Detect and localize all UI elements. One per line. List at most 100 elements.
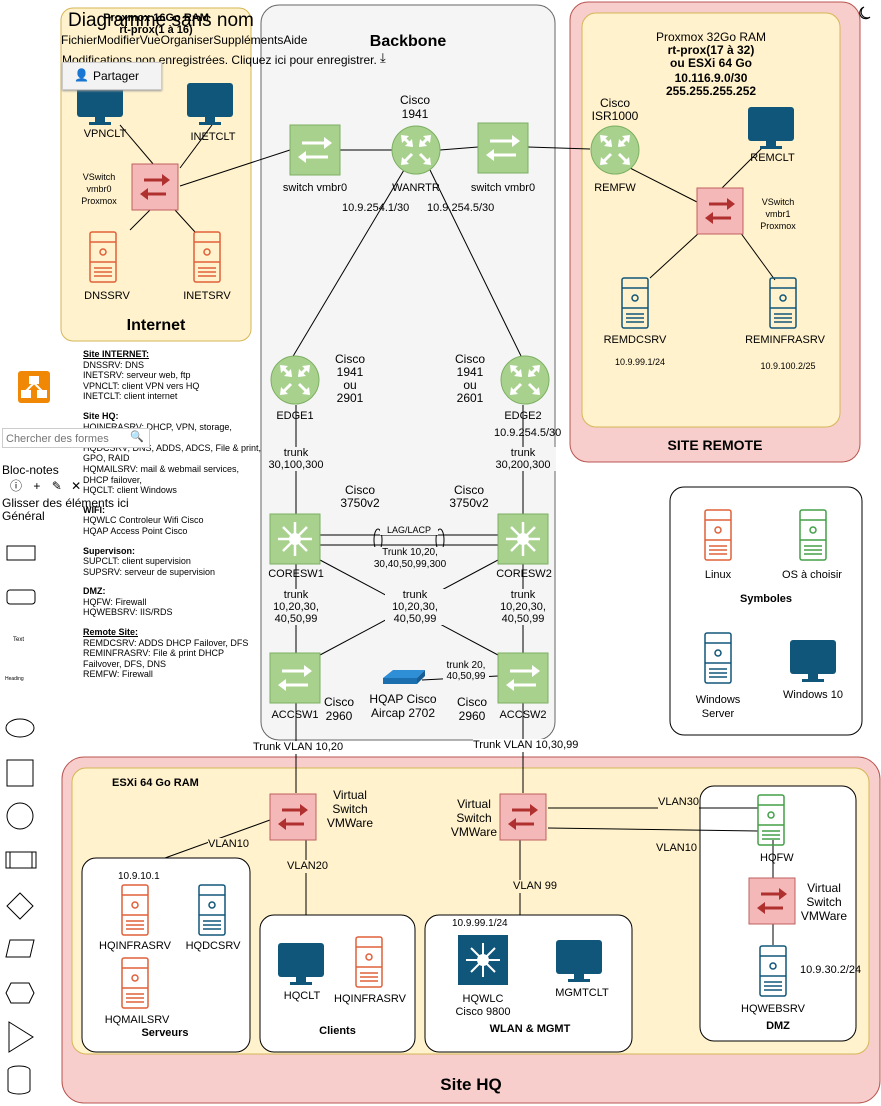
trunk-edge1-l1: trunk (283, 447, 309, 459)
edit-icon[interactable]: ✎ (51, 479, 62, 493)
ip-left: 10.9.254.1/30 (342, 202, 410, 214)
edge2-model-l1: Cisco (454, 352, 485, 366)
hqfw-label: HQFW (760, 852, 794, 864)
trunk-edge2-l1: trunk (510, 447, 536, 459)
menu-arrange[interactable]: Organiser (160, 33, 214, 47)
ap-trunk-l1: trunk 20, (446, 660, 486, 671)
backbone-title: Backbone (369, 33, 447, 50)
shape-search-input[interactable] (3, 431, 129, 447)
trunk-acc1-l2: 10,20,30, (273, 601, 319, 613)
core-model-left-l1: Cisco (344, 483, 375, 497)
remote-header-l5: 255.255.255.252 (665, 84, 757, 98)
hqap-label: HQAP Cisco Aircap 2702 (366, 692, 440, 720)
notes-line: REMINFRASRV: File & print DHCP Failvover… (83, 648, 224, 669)
lag-label: LAG/LACP (380, 525, 438, 535)
menu-extras[interactable]: Suppléments (213, 33, 284, 47)
site-hq-title: Site HQ (440, 1075, 502, 1094)
vswitch-vmbr1-l2: vmbr1 (765, 209, 791, 219)
symbol-winserver-l1: Windows (695, 694, 741, 706)
trunk-vlan-left: Trunk VLAN 10,20 (253, 741, 344, 754)
core-model-right-l1: Cisco (453, 483, 484, 497)
general-label[interactable]: Général (2, 509, 45, 523)
trunk-edge1: trunk 30,100,300 (262, 447, 330, 471)
remote-header-l4: 10.116.9.0/30 (674, 71, 748, 85)
acc-model-right-l1: Cisco (456, 695, 487, 709)
trunk-vlan-right: Trunk VLAN 10,30,99 (473, 739, 579, 752)
trunk-acc1-l3: 40,50,99 (274, 613, 318, 625)
shape-heading[interactable]: Heading (5, 676, 24, 682)
edge1-model-l2: 1941 (336, 365, 364, 379)
shape-text[interactable]: Text (13, 637, 25, 643)
trunk-acc2-l2: 10,20,30, (500, 601, 546, 613)
trunk-acc2-l1: trunk (510, 589, 536, 601)
menu-help[interactable]: Aide (283, 33, 308, 47)
notes-heading: Site HQ: (83, 410, 119, 421)
clients-title: Clients (319, 1025, 356, 1037)
menu-bar[interactable]: FichierModifierVueOrganiserSupplémentsAi… (61, 34, 307, 47)
sidebar-toolbar[interactable]: ⓘ + ✎ ✕ (10, 480, 81, 493)
help-icon[interactable]: ⓘ (10, 479, 23, 493)
vlan20-clients: VLAN20 (287, 860, 328, 873)
remdcsrv-label: REMDCSRV (603, 334, 667, 346)
share-button[interactable]: 👤 Partager (62, 62, 162, 90)
remote-title: SITE REMOTE (667, 437, 763, 453)
close-icon[interactable]: ✕ (71, 479, 82, 493)
vs2-l3: VMWare (450, 825, 498, 839)
vs2-l2: Switch (456, 811, 492, 825)
trunk-acc1-l1: trunk (283, 589, 309, 601)
user-icon: 👤 (74, 68, 89, 82)
search-icon[interactable]: 🔍 (130, 431, 144, 443)
trunk-edge2: trunk 30,200,300 (490, 447, 556, 471)
vswitch-vmbr0-label: VSwitch vmbr0 Proxmox (68, 171, 130, 207)
edge2-ip: 10.9.254.5/30 (494, 427, 562, 439)
core-model-right: Cisco 3750v2 (444, 484, 494, 510)
menu-edit[interactable]: Modifier (97, 33, 140, 47)
edge2-model: Cisco 1941 ou 2601 (450, 353, 490, 405)
hqclt-label: HQCLT (283, 990, 321, 1002)
edge2-model-l3: ou (463, 378, 477, 392)
vswitch-l1: VSwitch (82, 172, 116, 182)
core-trunk-l1: Trunk 10,20, (382, 547, 438, 558)
notes-line: INETCLT: client internet (83, 391, 178, 402)
menu-view[interactable]: Vue (139, 33, 161, 47)
vs3-label: Virtual Switch VMWare (796, 881, 852, 923)
edge2-model-l2: 1941 (456, 365, 484, 379)
wanrtr-model: Cisco 1941 (385, 93, 445, 121)
shape-search-box[interactable]: 🔍 (2, 428, 150, 448)
notes-line: HQCLT: client Windows (83, 485, 177, 496)
wlan-ip: 10.9.99.1/24 (452, 918, 508, 929)
menu-file[interactable]: Fichier (61, 33, 98, 47)
edge1-label: EDGE1 (276, 410, 314, 422)
notepad-label[interactable]: Bloc-notes (2, 463, 59, 477)
edge2-model-l4: 2601 (456, 391, 484, 405)
acc-model-right: Cisco 2960 (455, 695, 489, 723)
mgmtclt-label: MGMTCLT (555, 987, 609, 999)
symbol-linux-label: Linux (704, 569, 732, 581)
isr-model-l2: ISR1000 (591, 109, 639, 123)
remclt-label: REMCLT (750, 152, 795, 164)
diagram-title[interactable]: Diagramme sans nom (68, 10, 254, 31)
hqdcsrv-label: HQDCSRV (185, 940, 241, 952)
notes-heading: Supervison: (83, 545, 136, 556)
remote-header-l1: Proxmox 32Go RAM (655, 30, 767, 44)
vs3-l3: VMWare (800, 909, 848, 923)
wanrtr-model-l2: 1941 (401, 107, 429, 121)
remote-header-l3: ou ESXi 64 Go (669, 56, 753, 70)
coresw1-label: CORESW1 (268, 568, 324, 580)
save-icon[interactable]: ⤓ (380, 50, 386, 65)
remote-header: Proxmox 32Go RAM rt-prox(17 à 32) ou ESX… (582, 31, 840, 98)
notes-line: HQFW: Firewall (83, 596, 147, 607)
coresw2-label: CORESW2 (496, 568, 552, 580)
remfw-label: REMFW (594, 182, 636, 194)
core-trunk-l2: 30,40,50,99,300 (373, 559, 447, 570)
hqmailsrv-label: HQMAILSRV (104, 1014, 170, 1026)
acc-model-left-l2: 2960 (325, 709, 353, 723)
add-icon[interactable]: + (33, 479, 41, 493)
vlan10-servers: VLAN10 (208, 838, 249, 851)
core-model-left-l2: 3750v2 (340, 496, 380, 510)
notes-line: SUPSRV: serveur de supervision (83, 566, 216, 577)
edge1-model-l4: 2901 (336, 391, 364, 405)
